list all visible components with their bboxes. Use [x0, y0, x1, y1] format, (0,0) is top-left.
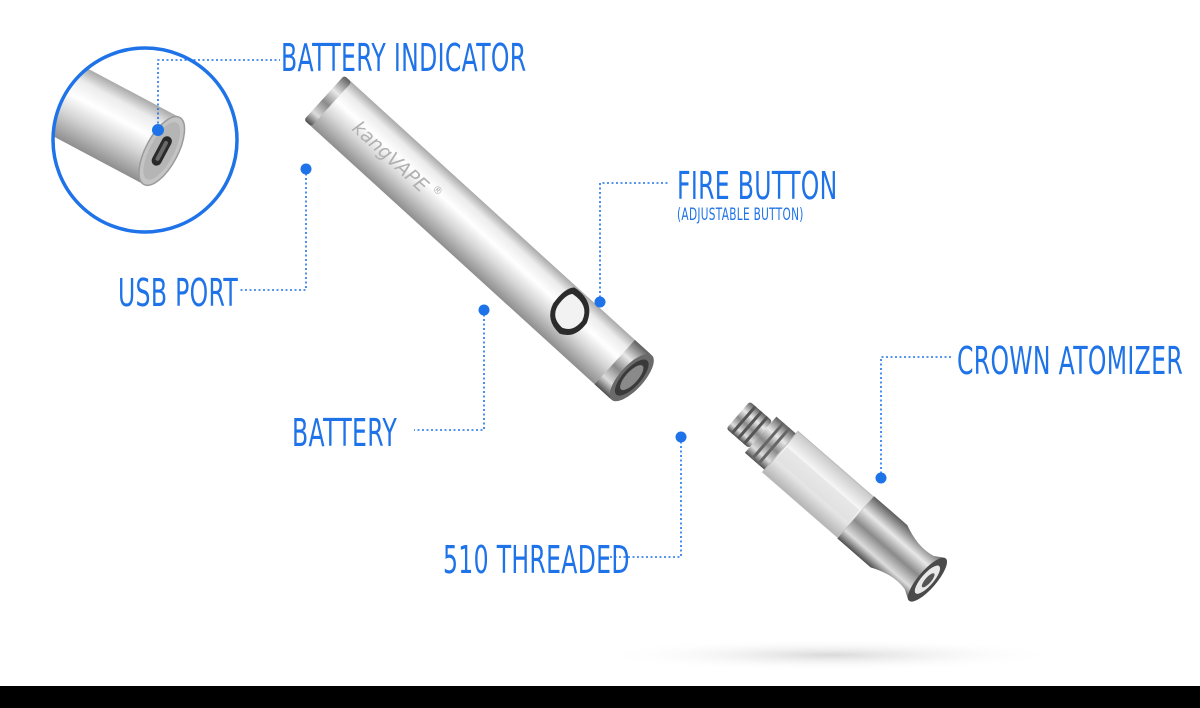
leader-battery-indicator — [157, 59, 280, 128]
dot-510-threaded — [675, 431, 687, 443]
usb-port-inset — [51, 46, 239, 234]
label-usb-port: USB PORT — [118, 271, 239, 315]
label-battery: BATTERY — [292, 411, 398, 455]
dot-battery-indicator — [152, 124, 164, 136]
label-battery-indicator: BATTERY INDICATOR — [281, 36, 527, 80]
leader-fire-button — [599, 182, 670, 302]
dot-battery — [478, 304, 490, 316]
leader-lines — [157, 59, 952, 558]
leader-usb-port — [240, 169, 307, 291]
label-fire-button-sub: (ADJUSTABLE BUTTON) — [677, 205, 804, 225]
label-crown-atomizer: CROWN ATOMIZER — [957, 339, 1184, 383]
leader-crown-atomizer — [880, 356, 952, 478]
fire-button-icon — [550, 287, 590, 336]
leader-dots — [152, 124, 887, 484]
dot-fire-button — [594, 296, 606, 308]
floor-shadow — [600, 639, 1060, 671]
footer-bar — [0, 686, 1200, 708]
leader-battery — [414, 310, 485, 431]
label-fire-button: FIRE BUTTON — [677, 164, 838, 208]
dot-usb-port — [300, 163, 312, 175]
battery-body — [305, 76, 654, 402]
atomizer-body — [727, 402, 948, 602]
dot-crown-atomizer — [875, 472, 887, 484]
label-510-threaded: 510 THREADED — [443, 538, 630, 582]
